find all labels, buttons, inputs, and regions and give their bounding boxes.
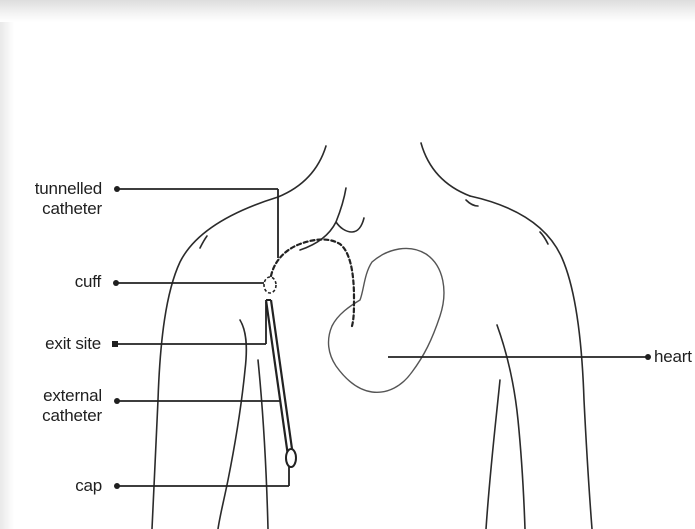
label-external-line1: external <box>42 386 102 406</box>
left-arm-inner <box>218 320 246 529</box>
right-clavicle-mark <box>466 200 478 206</box>
body-outline <box>152 143 592 529</box>
label-tunnelled-catheter: tunnelled catheter <box>35 179 102 219</box>
sternal-notch <box>336 218 364 232</box>
right-torso-line <box>486 380 500 529</box>
external-catheter-shape <box>266 300 293 456</box>
label-exit-site: exit site <box>45 334 101 354</box>
label-cuff: cuff <box>75 272 101 292</box>
right-arm-inner <box>497 325 525 529</box>
label-tunnelled-line2: catheter <box>35 199 102 219</box>
heart-outline <box>329 248 444 392</box>
cap-shape <box>286 449 296 467</box>
label-tunnelled-line1: tunnelled <box>35 179 102 199</box>
left-neck-line <box>278 146 326 197</box>
label-heart: heart <box>654 347 692 367</box>
label-cap: cap <box>75 476 102 496</box>
dot-tunnelled-icon <box>114 186 120 192</box>
dot-cap-icon <box>114 483 120 489</box>
dot-heart-icon <box>645 354 651 360</box>
label-external-catheter: external catheter <box>42 386 102 426</box>
leader-lines <box>116 189 646 486</box>
dot-external-icon <box>114 398 120 404</box>
cuff-shape <box>264 277 276 293</box>
left-pec-mark <box>200 236 207 248</box>
right-neck-line <box>421 143 470 196</box>
label-external-line2: catheter <box>42 406 102 426</box>
right-shoulder-arm <box>470 196 592 529</box>
left-torso-line <box>258 360 268 529</box>
dot-exit-site-icon <box>112 341 118 347</box>
dot-cuff-icon <box>113 280 119 286</box>
marker-dots <box>112 186 651 489</box>
